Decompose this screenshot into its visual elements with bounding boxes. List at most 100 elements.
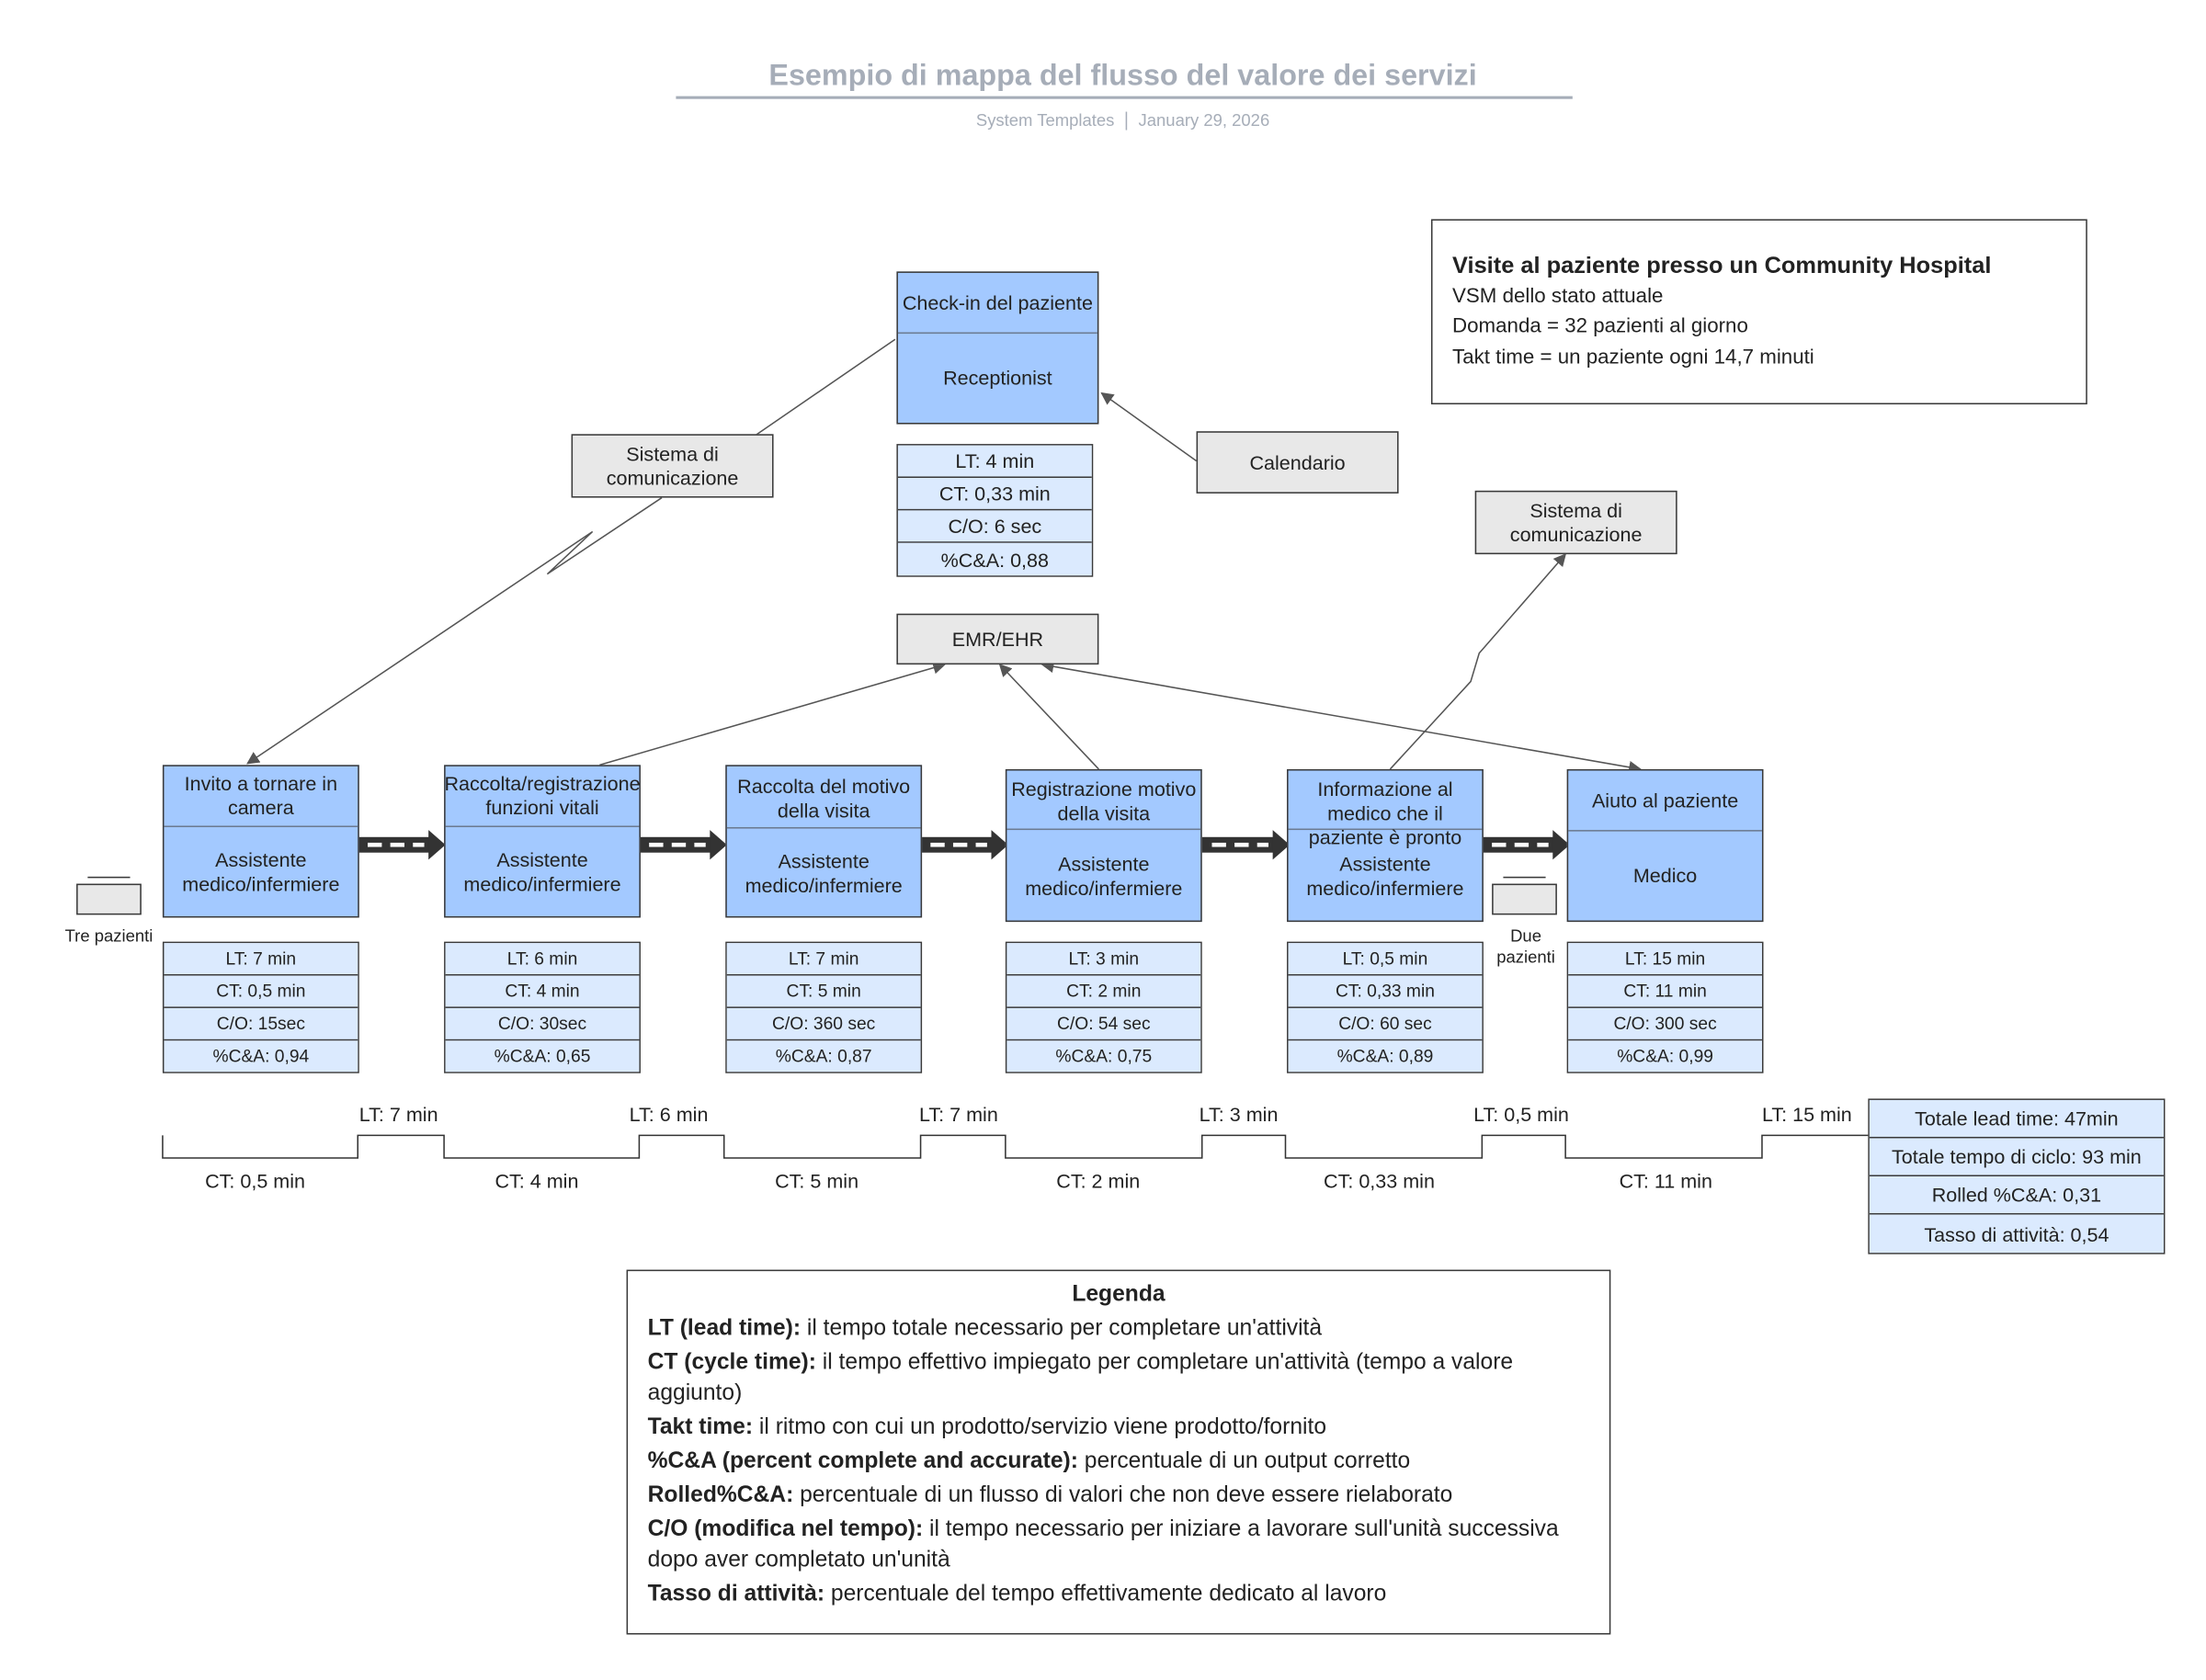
legend-term: C/O (modifica nel tempo): [647,1516,924,1541]
timeline-ct-1: CT: 0,5 min [205,1169,306,1192]
process-3-co: C/O: 360 sec [726,1007,921,1041]
process-2-co: C/O: 30sec [445,1007,640,1041]
process-1-box: Invito a tornare in camera Assistente me… [162,765,359,918]
checkin-co: C/O: 6 sec [897,510,1092,543]
timeline-ct-3: CT: 5 min [775,1169,859,1192]
total-lead-time: Totale lead time: 47min [1869,1099,2164,1139]
process2-to-emr-arrow [599,661,947,766]
process-4-co: C/O: 54 sec [1006,1007,1201,1041]
process-3-role: Assistente medico/infermiere [745,848,903,896]
timeline-ct-6: CT: 11 min [1619,1169,1712,1192]
process-2-box: Raccolta/registrazione funzioni vitali A… [444,765,641,918]
process-4-role: Assistente medico/infermiere [1025,851,1183,899]
process-6-box: Aiuto al paziente Medico [1566,768,1764,923]
process-1-ca: %C&A: 0,94 [164,1040,358,1073]
calendar-arrow [1100,392,1198,462]
legend-term: Tasso di attività: [647,1582,825,1606]
process-3-lt: LT: 7 min [726,943,921,976]
inventory-left-line [87,876,131,879]
timeline-lt-6: LT: 15 min [1761,1103,1852,1126]
info-takt: Takt time = un paziente ogni 14,7 minuti [1452,346,1814,369]
checkin-ca: %C&A: 0,88 [897,542,1092,576]
legend-item-takt: Takt time: il ritmo con cui un prodotto/… [648,1413,1590,1444]
process-5-lt: LT: 0,5 min [1288,943,1483,976]
legend-item-co: C/O (modifica nel tempo): il tempo neces… [648,1515,1590,1577]
inventory-right-line [1503,876,1546,879]
timeline-step-line [162,1134,1869,1159]
inventory-right-icon [1492,883,1557,915]
document-title: Esempio di mappa del flusso del valore d… [768,59,1477,93]
info-title: Visite al paziente presso un Community H… [1452,253,1992,279]
legend-item-ca: %C&A (percent complete and accurate): pe… [648,1447,1590,1478]
legend-desc: percentuale di un output corretto [1077,1448,1411,1474]
legend-term: Takt time: [647,1415,754,1440]
push-arrow-1 [358,830,446,860]
legend-desc: il ritmo con cui un prodotto/servizio vi… [753,1415,1327,1440]
document-source: System Templates [975,110,1115,131]
process-4-ct: CT: 2 min [1006,975,1201,1008]
legend-desc: il tempo necessario per iniziare a lavor… [647,1516,1559,1572]
push-arrow-2 [639,830,727,860]
comm-lightning-left [246,496,663,765]
legend-item-activity: Tasso di attività: percentuale del tempo… [648,1580,1590,1611]
process-5-data: LT: 0,5 min CT: 0,33 min C/O: 60 sec %C&… [1287,941,1484,1073]
document-date: January 29, 2026 [1138,110,1270,131]
process-2-data: LT: 6 min CT: 4 min C/O: 30sec %C&A: 0,6… [444,941,641,1073]
calendar-box: Calendario [1196,431,1399,494]
push-arrow-3 [920,830,1008,860]
process-6-ct: CT: 11 min [1568,975,1762,1008]
legend-desc: il tempo totale necessario per completar… [801,1316,1323,1341]
process-4-data: LT: 3 min CT: 2 min C/O: 54 sec %C&A: 0,… [1005,941,1202,1073]
process-3-data: LT: 7 min CT: 5 min C/O: 360 sec %C&A: 0… [725,941,923,1073]
timeline-ct-5: CT: 0,33 min [1324,1169,1435,1192]
process-6-data: LT: 15 min CT: 11 min C/O: 300 sec %C&A:… [1566,941,1764,1073]
timeline-lt-4: LT: 3 min [1199,1103,1279,1126]
push-arrow-4 [1201,830,1291,860]
process-5-co: C/O: 60 sec [1288,1007,1483,1041]
legend-item-lt: LT (lead time): il tempo totale necessar… [648,1313,1590,1345]
legend-desc: il tempo effettivo impiegato per complet… [647,1350,1514,1406]
comm-system-left: Sistema di comunicazione [571,434,774,498]
legend-term: CT (cycle time): [647,1350,816,1375]
timeline-ct-2: CT: 4 min [495,1169,579,1192]
checkin-lt: LT: 4 min [897,445,1092,479]
legend-box: Legenda LT (lead time): il tempo totale … [626,1269,1611,1635]
process-4-ca: %C&A: 0,75 [1006,1040,1201,1073]
info-box: Visite al paziente presso un Community H… [1430,219,2087,405]
activity-rate: Tasso di attività: 0,54 [1869,1214,2164,1254]
inventory-left-icon [76,883,142,915]
process-1-lt: LT: 7 min [164,943,358,976]
checkin-data-box: LT: 4 min CT: 0,33 min C/O: 6 sec %C&A: … [896,444,1094,577]
process-2-title-text: Raccolta/registrazione funzioni vitali [444,772,641,819]
process-5-title: Informazione al medico che il paziente è… [1288,770,1483,848]
process-6-role: Medico [1632,864,1698,887]
process-6-co: C/O: 300 sec [1568,1007,1762,1041]
process-5-role: Assistente medico/infermiere [1306,851,1464,899]
rolled-ca: Rolled %C&A: 0,31 [1869,1176,2164,1215]
checkin-to-comm-line [755,338,896,437]
process-1-data: LT: 7 min CT: 0,5 min C/O: 15sec %C&A: 0… [162,941,359,1073]
process-1-title: Invito a tornare in camera [164,766,358,828]
inventory-left-label: Tre pazienti [64,925,154,947]
legend-term: Rolled%C&A: [647,1482,794,1508]
process-6-ca: %C&A: 0,99 [1568,1040,1762,1073]
timeline-ct-4: CT: 2 min [1056,1169,1141,1192]
document-meta: System Templates January 29, 2026 [0,110,2206,131]
process-1-role: Assistente medico/infermiere [182,847,340,895]
info-demand: Domanda = 32 pazienti al giorno [1452,315,1748,338]
legend-term: %C&A (percent complete and accurate): [647,1448,1078,1474]
timeline-lt-2: LT: 6 min [629,1103,709,1126]
process4-to-emr-arrow [998,664,1099,770]
checkin-process-box: Check-in del paziente Receptionist [896,271,1099,425]
process-2-ct: CT: 4 min [445,975,640,1008]
legend-item-rolled: Rolled%C&A: percentuale di un flusso di … [648,1481,1590,1512]
timeline-lt-1: LT: 7 min [358,1103,438,1126]
legend-desc: percentuale di un flusso di valori che n… [793,1482,1453,1508]
process-6-lt: LT: 15 min [1568,943,1762,976]
process-2-lt: LT: 6 min [445,943,640,976]
comm-system-right: Sistema di comunicazione [1474,490,1677,555]
total-cycle-time: Totale tempo di ciclo: 93 min [1869,1138,2164,1177]
process-5-box: Informazione al medico che il paziente è… [1287,768,1484,923]
process-2-title: Raccolta/registrazione funzioni vitali [444,766,641,828]
